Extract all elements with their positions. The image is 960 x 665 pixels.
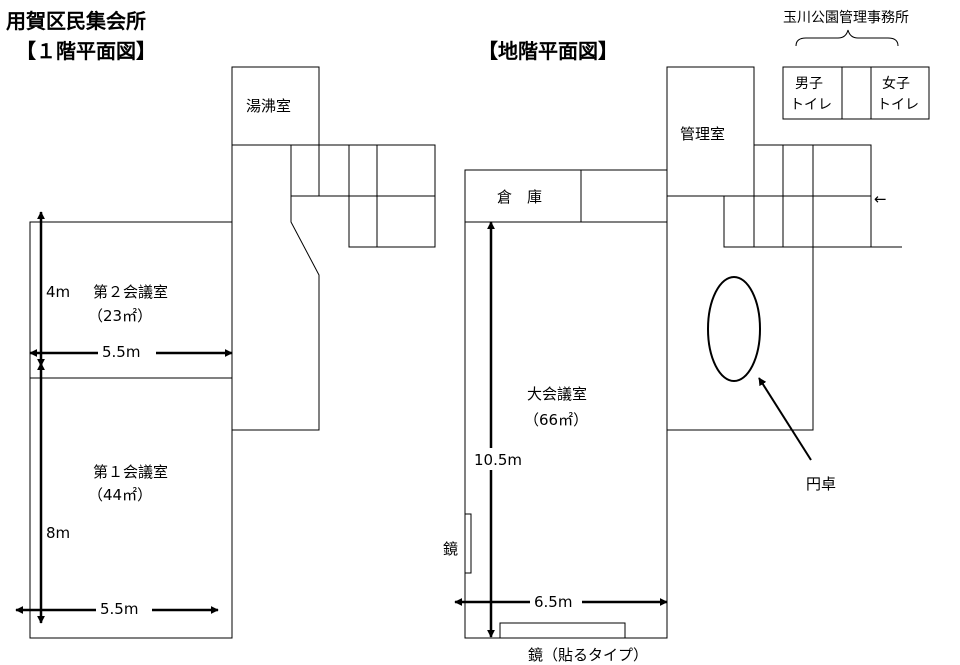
office-brace (795, 29, 899, 47)
facility-title: 用賀区民集会所 (6, 9, 146, 33)
floor1-title: 【１階平面図】 (16, 39, 156, 63)
hall-width-label: 6.5m (534, 593, 572, 611)
toilet-block-outline (782, 66, 930, 120)
mirror-shape (464, 513, 472, 574)
room1-width-label: 5.5m (100, 600, 138, 618)
entrance-arrow: ← (874, 190, 887, 208)
room2-height-label-bg (44, 281, 74, 301)
kitchen-label: 湯沸室 (246, 97, 291, 115)
basement-plan (464, 66, 930, 639)
lobby-outline (666, 196, 814, 431)
stairs-1f (232, 144, 436, 248)
room1-name: 第１会議室 (93, 463, 168, 481)
mirror-label: 鏡 (443, 540, 458, 558)
office-title: 玉川公園管理事務所 (783, 10, 909, 26)
room2-width-label-bg (98, 341, 156, 363)
storage-side-outline (580, 169, 668, 223)
hall-height-label-bg (472, 448, 532, 470)
wall-mirror-label: 鏡（貼るタイプ） (528, 646, 648, 664)
room2-area: （23㎡） (88, 307, 152, 325)
management-label: 管理室 (680, 125, 725, 143)
women-toilet-line2: トイレ (877, 97, 919, 113)
basement-title: 【地階平面図】 (478, 39, 618, 63)
wall-mirror-shape (499, 622, 626, 639)
room2-width-label: 5.5m (102, 343, 140, 361)
round-table-shape (707, 276, 761, 382)
hall-width-label-bg (530, 590, 582, 612)
room1-width-label-bg (96, 598, 152, 620)
storage-label: 倉 庫 (497, 188, 542, 206)
room1-area: （44㎡） (88, 486, 152, 504)
hall-outline (464, 221, 668, 639)
room2-height-label: 4m (46, 283, 70, 301)
men-toilet-line2: トイレ (790, 97, 832, 113)
floor1-plan (29, 66, 436, 639)
men-toilet-line1: 男子 (795, 76, 823, 92)
round-table-label: 円卓 (806, 475, 836, 493)
hall-name: 大会議室 (527, 385, 587, 403)
round-table-pointer (758, 377, 812, 461)
corridor-outline (231, 145, 320, 431)
hall-height-label: 10.5m (474, 451, 522, 469)
hall-area: （66㎡） (524, 411, 588, 429)
room1-height-label-bg (44, 522, 74, 542)
women-toilet-line1: 女子 (882, 75, 910, 92)
room1-height-label: 8m (46, 524, 70, 542)
room2-name: 第２会議室 (93, 283, 168, 301)
stairs-b1 (667, 144, 902, 248)
